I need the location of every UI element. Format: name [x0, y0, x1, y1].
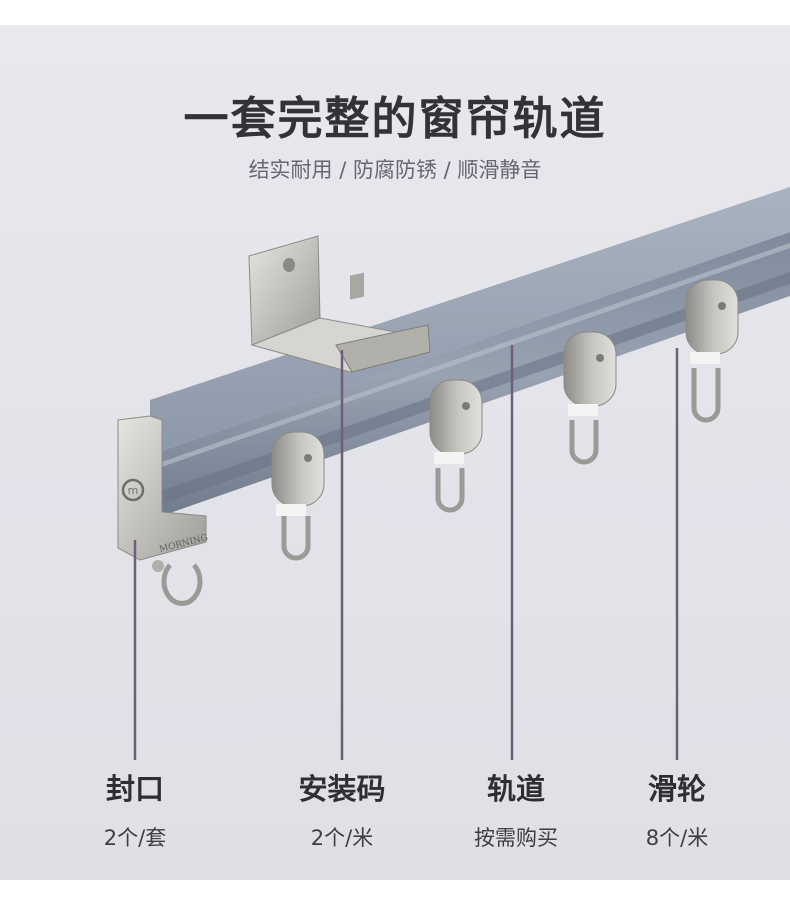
part-name: 安装码 — [298, 772, 386, 806]
part-quantity: 8个/米 — [645, 826, 709, 850]
runner — [563, 331, 617, 465]
part-label-bracket: 安装码 2个/米 — [262, 766, 422, 852]
runner — [685, 279, 739, 423]
runner — [429, 379, 483, 513]
part-name: 轨道 — [486, 772, 545, 806]
page-title: 一套完整的窗帘轨道 — [183, 92, 607, 145]
leader-lines — [133, 345, 679, 760]
brand-logo-icon — [121, 478, 145, 502]
mounting-bracket — [248, 235, 431, 373]
part-quantity: 2个/套 — [103, 826, 167, 850]
part-name: 滑轮 — [647, 772, 706, 806]
part-label-runner: 滑轮 8个/米 — [597, 766, 757, 852]
svg-text:m: m — [128, 484, 139, 497]
part-name: 封口 — [105, 772, 164, 806]
part-label-rail: 轨道 按需购买 — [436, 766, 596, 852]
part-quantity: 2个/米 — [310, 826, 374, 850]
part-label-end-cap: 封口 2个/套 — [55, 766, 215, 852]
rail-runners — [271, 279, 739, 561]
page-subtitle: 结实耐用 / 防腐防锈 / 顺滑静音 — [248, 158, 542, 182]
part-quantity: 按需购买 — [474, 826, 558, 850]
runner — [271, 431, 325, 561]
